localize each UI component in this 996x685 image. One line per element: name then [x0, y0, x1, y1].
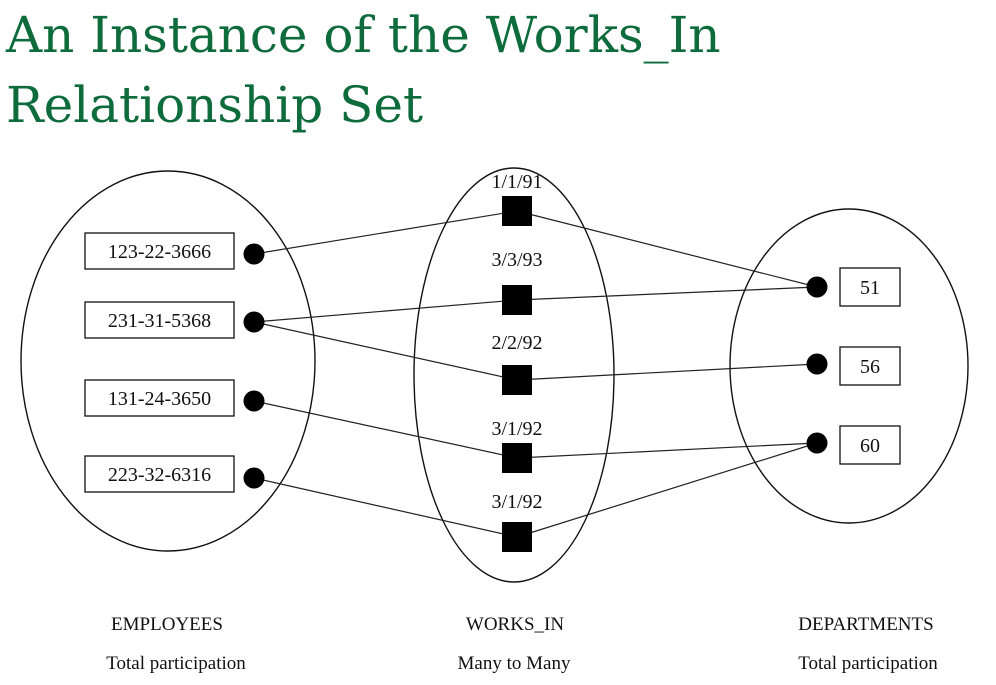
employee-entity: 123-22-3666 [84, 232, 265, 270]
employee-entity: 231-31-5368 [84, 301, 265, 339]
employee-relationship-edge [253, 400, 518, 459]
relationship-department-edge [516, 210, 818, 288]
employee-relationship-edge [253, 210, 518, 255]
relationship-node [502, 443, 532, 473]
relationship-department-edge [516, 363, 818, 381]
department-box [839, 267, 901, 307]
departments-participation: Total participation [798, 653, 938, 674]
employee-box [84, 379, 235, 417]
employee-node [243, 243, 265, 265]
edges [253, 210, 818, 538]
employee-ssn: 223-32-6316 [108, 464, 211, 486]
works-in-participation: Many to Many [458, 653, 571, 674]
relationship-node [502, 522, 532, 552]
relationship-instance: 1/1/91 [491, 171, 543, 226]
department-node [806, 276, 828, 298]
since-date-label: 3/1/92 [491, 491, 542, 513]
relationship-department-edge [516, 286, 818, 301]
relationship-instance: 2/2/92 [491, 332, 543, 395]
employee-box [84, 232, 235, 270]
employees-set-ellipse [20, 170, 316, 552]
relationship-node [502, 196, 532, 226]
relationship-node [502, 365, 532, 395]
department-node [806, 432, 828, 454]
employee-entity: 131-24-3650 [84, 379, 265, 417]
relationship-department-edge [516, 442, 818, 459]
department-box [839, 346, 901, 386]
employee-node [243, 467, 265, 489]
relationship-instance: 3/3/93 [491, 249, 543, 315]
department-id: 60 [860, 435, 880, 457]
since-date-label: 3/3/93 [491, 249, 542, 271]
employees-participation: Total participation [106, 653, 246, 674]
employee-ssn: 131-24-3650 [108, 388, 211, 410]
since-date-label: 1/1/91 [491, 171, 542, 193]
employee-entity: 223-32-6316 [84, 455, 265, 493]
departments-caption: DEPARTMENTS [798, 614, 933, 635]
employee-relationship-edge [253, 299, 518, 323]
employee-box [84, 301, 235, 339]
slide-title: An Instance of the Works_In Relationship… [6, 6, 721, 134]
relationship-department-edge [516, 442, 818, 538]
since-date-label: 3/1/92 [491, 418, 542, 440]
departments-set-ellipse [729, 208, 969, 524]
department-entity: 56 [806, 346, 901, 386]
works-in-caption: WORKS_IN [466, 614, 564, 635]
employee-relationship-edge [253, 321, 518, 381]
employee-ssn: 123-22-3666 [108, 241, 211, 263]
employee-node [243, 390, 265, 412]
department-id: 56 [860, 356, 880, 378]
department-box [839, 425, 901, 465]
since-date-label: 2/2/92 [491, 332, 542, 354]
employee-relationship-edge [253, 477, 518, 538]
relationship-instance: 3/1/92 [491, 491, 543, 552]
employees-caption: EMPLOYEES [111, 614, 223, 635]
employee-box [84, 455, 235, 493]
relationship-node [502, 285, 532, 315]
employee-node [243, 311, 265, 333]
department-entity: 51 [806, 267, 901, 307]
department-id: 51 [860, 277, 880, 299]
relationship-instance: 3/1/92 [491, 418, 543, 473]
employee-ssn: 231-31-5368 [108, 310, 211, 332]
department-node [806, 353, 828, 375]
department-entity: 60 [806, 425, 901, 465]
